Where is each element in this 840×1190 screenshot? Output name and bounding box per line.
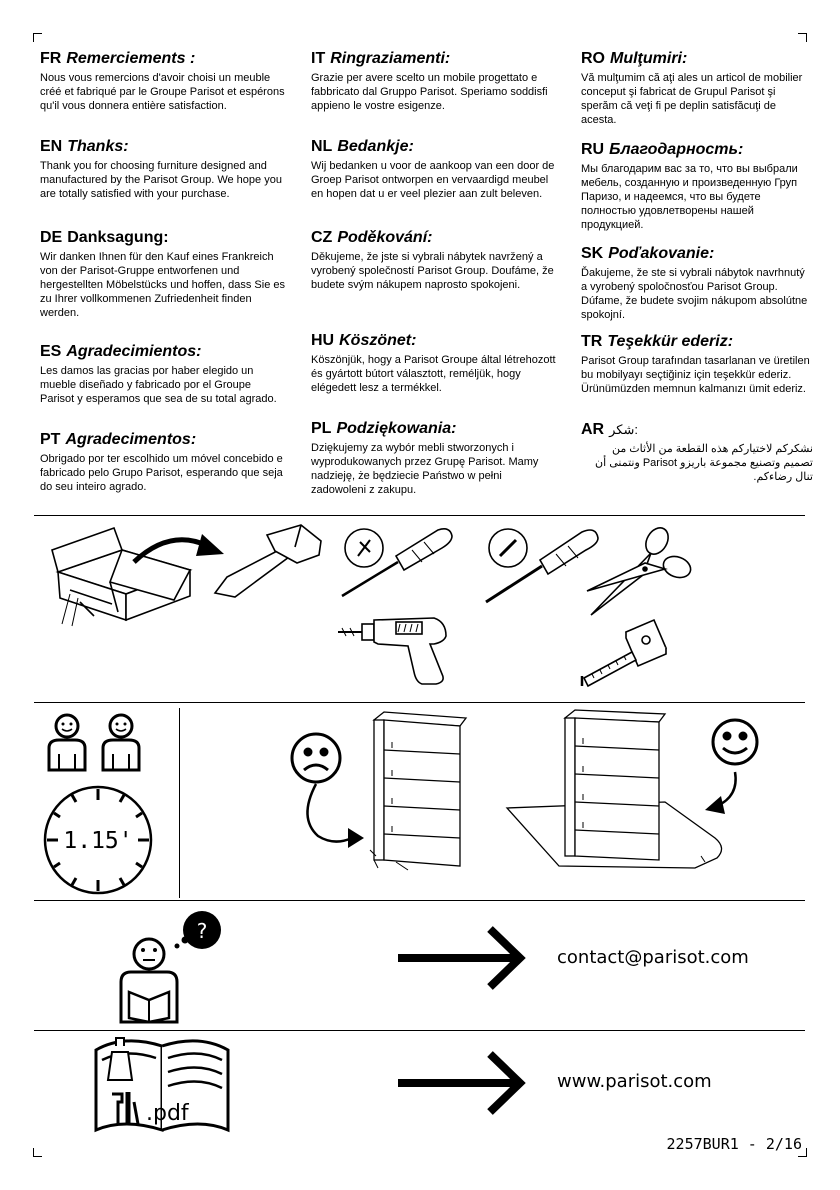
lang-title: Mulţumiri: (610, 50, 688, 67)
lang-text: Les damos las gracias por haber elegido … (40, 365, 277, 405)
lang-text: Děkujeme, že jste si vybrali nábytek nav… (311, 251, 554, 291)
question-mark: ? (197, 919, 208, 943)
lang-title: Podziękowania: (336, 420, 457, 437)
page-reference: 2257BUR1 - 2/16 (666, 1135, 802, 1153)
lang-code: SK (581, 245, 604, 262)
divider (34, 1030, 805, 1031)
lang-code: AR (581, 421, 605, 438)
contact-email[interactable]: contact@parisot.com (557, 947, 749, 968)
lang-code: ES (40, 343, 62, 360)
divider-vertical (179, 708, 180, 898)
lang-text: Parisot Group tarafından tasarlanan ve ü… (581, 355, 810, 395)
lang-code: RO (581, 50, 605, 67)
thanks-ar: AR شكر: نشكركم لاختياركم هذه القطعة من ال… (581, 421, 813, 484)
divider (34, 900, 805, 901)
lang-text: Thank you for choosing furniture designe… (40, 160, 282, 200)
hammer-icon (213, 524, 322, 598)
lang-code: HU (311, 332, 335, 349)
lang-code: CZ (311, 229, 333, 246)
lang-code: TR (581, 333, 603, 350)
lang-title: Благодарность: (609, 141, 744, 158)
lang-code: DE (40, 229, 63, 246)
pdf-manual-icon: .pdf (94, 1037, 230, 1133)
lang-code: PT (40, 431, 61, 448)
lang-text: Köszönjük, hogy a Parisot Groupe által l… (311, 354, 556, 394)
lang-code: RU (581, 141, 605, 158)
phillips-screwdriver-icon (341, 528, 453, 598)
lang-text: Dziękujemy za wybór mebli stworzonych i … (311, 442, 539, 496)
crop-mark-bottom-left (33, 1148, 42, 1157)
flat-screwdriver-icon (485, 528, 599, 604)
arrow-right-icon (398, 1051, 526, 1115)
lang-text: Obrigado por ter escolhido um móvel conc… (40, 453, 283, 493)
website-link[interactable]: www.parisot.com (557, 1071, 712, 1092)
lang-text: Ďakujeme, že ste si vybrali nábytok navr… (581, 267, 808, 321)
lang-title: شكر: (609, 422, 638, 437)
happy-face-icon (705, 718, 759, 814)
arrow-right-icon (398, 926, 526, 990)
lang-title: Köszönet: (339, 332, 417, 349)
thanks-ro: RO Mulţumiri: Vă mulţumim că aţi ales un … (581, 50, 813, 127)
lang-code: PL (311, 420, 332, 437)
sad-face-icon (290, 732, 364, 848)
curved-arrow (132, 534, 224, 564)
crop-mark-bottom-right (798, 1148, 807, 1157)
lang-text: Мы благодарим вас за то, что вы выбрали … (581, 163, 798, 231)
lang-text: نشكركم لاختياركم هذه القطعة من الأثاث من… (595, 443, 813, 483)
lang-text: Wir danken Ihnen für den Kauf eines Fran… (40, 251, 286, 319)
lang-title: Ringraziamenti: (330, 50, 451, 67)
lang-title: Teşekkür ederiz: (607, 333, 734, 350)
lang-code: NL (311, 138, 333, 155)
lang-title: Agradecimientos: (66, 343, 202, 360)
bookcase-on-floor-icon (369, 711, 468, 871)
lang-title: Thanks: (67, 138, 129, 155)
toolbox-icon (51, 526, 193, 627)
drill-icon (338, 617, 447, 685)
lang-code: FR (40, 50, 62, 67)
lang-title: Danksagung: (67, 229, 169, 246)
crop-mark-top-left (33, 33, 42, 42)
scissors-icon (586, 527, 692, 616)
clock-icon: 1.15' (43, 785, 153, 895)
lang-title: Agradecimentos: (65, 431, 197, 448)
bookcase-on-mat-icon (505, 709, 723, 869)
lang-code: IT (311, 50, 326, 67)
two-people-icon (47, 713, 141, 772)
divider (34, 515, 805, 516)
lang-text: Grazie per avere scelto un mobile proget… (311, 72, 548, 112)
lang-title: Poděkování: (337, 229, 433, 246)
lang-text: Nous vous remercions d'avoir choisi un m… (40, 72, 285, 112)
pdf-label: .pdf (146, 1101, 190, 1126)
divider (34, 702, 805, 703)
lang-code: EN (40, 138, 63, 155)
lang-title: Bedankje: (337, 138, 414, 155)
lang-text: Wij bedanken u voor de aankoop van een d… (311, 160, 555, 200)
crop-mark-top-right (798, 33, 807, 42)
tape-measure-icon (580, 618, 668, 688)
lang-text: Vă mulţumim că aţi ales un articol de mo… (581, 72, 803, 126)
lang-title: Poďakovanie: (608, 245, 715, 262)
customer-service-icon: ? (119, 911, 221, 1024)
lang-title: Remerciements : (66, 50, 196, 67)
assembly-duration: 1.15' (63, 828, 132, 854)
